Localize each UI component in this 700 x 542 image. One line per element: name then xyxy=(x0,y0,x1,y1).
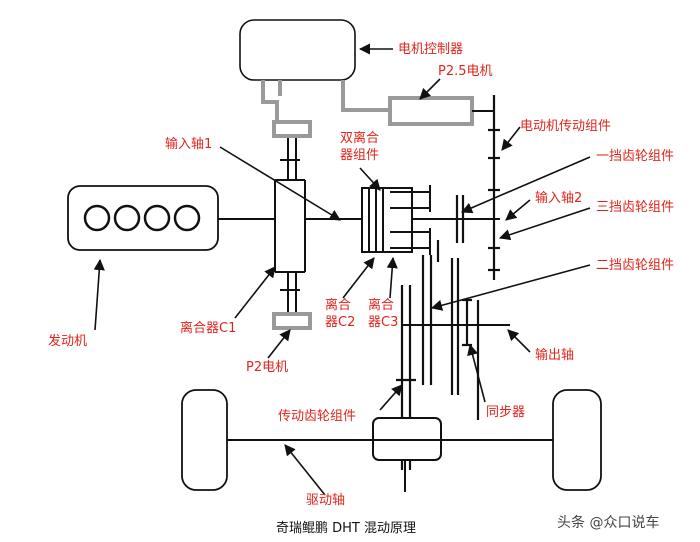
engine-cylinders xyxy=(83,204,201,232)
p2-motor-top xyxy=(272,120,312,138)
label-third-gear: 三挡齿轮组件 xyxy=(596,200,675,215)
label-synchronizer: 同步器 xyxy=(486,405,526,420)
controller-cables xyxy=(261,80,390,122)
label-input-shaft-2: 输入轴2 xyxy=(535,191,583,206)
label-motor-drive-assembly: 电动机传动组件 xyxy=(520,119,612,134)
p25-motor-box xyxy=(388,96,474,126)
gear-pairs xyxy=(396,95,500,470)
label-clutch-c2-2: 器C2 xyxy=(325,315,356,330)
label-transmission-gear: 传动齿轮组件 xyxy=(278,409,357,424)
watermark: 头条 @众口说车 xyxy=(557,515,660,531)
leader-arrows xyxy=(93,43,591,496)
motor-controller-box xyxy=(239,19,356,81)
figure-caption: 奇瑞鲲鹏 DHT 混动原理 xyxy=(276,521,416,536)
p2-motor-bottom xyxy=(272,312,312,330)
wheel-right xyxy=(552,389,602,491)
label-input-shaft-1: 输入轴1 xyxy=(165,137,213,152)
label-dual-clutch-2: 器组件 xyxy=(340,148,380,163)
label-engine: 发动机 xyxy=(48,334,88,349)
clutch-c1 xyxy=(274,135,306,315)
label-dual-clutch-1: 双离合 xyxy=(340,131,380,146)
label-clutch-c1: 离合器C1 xyxy=(180,321,237,336)
wheel-left xyxy=(181,389,228,491)
label-clutch-c3-2: 器C3 xyxy=(368,315,399,330)
label-clutch-c2-1: 离合 xyxy=(325,298,352,313)
label-clutch-c3-1: 离合 xyxy=(368,298,395,313)
label-motor-controller: 电机控制器 xyxy=(398,42,464,57)
label-first-gear: 一挡齿轮组件 xyxy=(596,149,675,164)
label-second-gear: 二挡齿轮组件 xyxy=(596,258,675,273)
label-output-shaft: 输出轴 xyxy=(535,348,575,363)
label-drive-shaft: 驱动轴 xyxy=(306,493,346,508)
label-p25-motor: P2.5电机 xyxy=(438,64,493,79)
label-p2-motor: P2电机 xyxy=(246,360,289,375)
